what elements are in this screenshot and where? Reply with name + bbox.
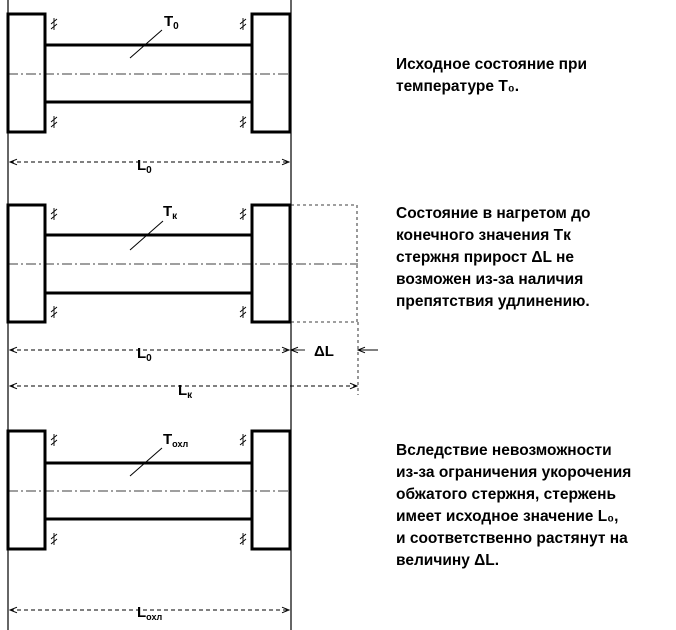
state-1-temp-label: T0 [164, 13, 179, 32]
state-3-temp-label: Tохл [163, 431, 188, 449]
description-line: обжатого стержня, стержень [396, 486, 617, 503]
state-3-temp-leader [129, 447, 163, 477]
state-2-l0-label: L0 [137, 345, 152, 364]
state-1-right-flange [250, 12, 292, 134]
state-3-hatch-marks [50, 434, 247, 545]
state-2-rod-assembly [6, 203, 378, 395]
state-2-hatch-marks [50, 208, 247, 318]
state-1-length-label: L0 [137, 157, 152, 176]
state-1-left-flange [6, 12, 47, 134]
state-2-right-flange [250, 203, 292, 324]
state-3-left-flange [6, 429, 47, 551]
state-1-description: Исходное состояние при температуре T₀. [396, 54, 587, 98]
state-3-rod-assembly [6, 429, 292, 610]
state-2-temp-label: Tк [163, 203, 178, 222]
description-line: конечного значения Tк [396, 227, 571, 244]
state-2-delta-label: ΔL [314, 343, 334, 360]
state-1-hatch-marks [50, 18, 247, 128]
description-line: Вследствие невозможности [396, 442, 612, 459]
state-2-lk-label: Lк [178, 382, 193, 401]
state-1-rod-assembly [6, 12, 292, 162]
description-line: имеет исходное значение L₀, [396, 508, 619, 525]
description-line: температуре T₀. [396, 78, 520, 95]
description-line: величину ΔL. [396, 552, 500, 569]
state-3-right-flange [250, 429, 292, 551]
state-1-temp-leader [129, 29, 163, 59]
description-line: и соответственно растянут на [396, 530, 628, 547]
state-3-length-label: Lохл [137, 604, 162, 622]
state-2-left-flange [6, 203, 47, 324]
description-line: стержня прирост ΔL не [396, 249, 575, 266]
description-line: Исходное состояние при [396, 56, 588, 73]
state-2-description: Состояние в нагретом до конечного значен… [396, 203, 590, 313]
description-line: возможен из-за наличия [396, 271, 584, 288]
description-line: Состояние в нагретом до [396, 205, 591, 222]
description-line: препятствия удлинению. [396, 293, 590, 310]
state-2-expansion-outline [290, 204, 358, 323]
state-3-description: Вследствие невозможности из-за ограничен… [396, 440, 631, 572]
description-line: из-за ограничения укорочения [396, 464, 632, 481]
state-2-temp-leader [129, 220, 164, 251]
